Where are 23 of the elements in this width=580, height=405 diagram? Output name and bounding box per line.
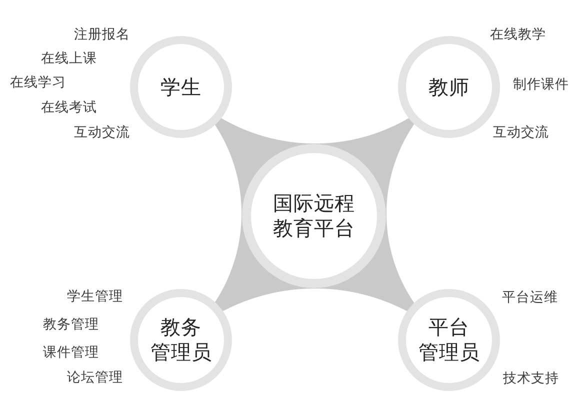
node-label: 平台管理员	[418, 315, 480, 365]
feature-label: 学生管理	[67, 288, 123, 306]
feature-label: 在线上课	[41, 50, 97, 68]
feature-label: 制作课件	[513, 76, 569, 94]
connector-arm	[214, 214, 316, 312]
connector-arm	[214, 118, 316, 216]
feature-label: 技术支持	[503, 370, 559, 388]
feature-label: 注册报名	[74, 26, 130, 44]
feature-label: 平台运维	[502, 290, 558, 306]
feature-label: 在线教学	[490, 26, 546, 44]
feature-label: 论坛管理	[67, 370, 123, 386]
node-label: 国际远程教育平台	[273, 191, 355, 241]
connector-arm	[314, 214, 414, 312]
feature-label: 课件管理	[43, 344, 99, 362]
feature-label: 互动交流	[74, 124, 130, 142]
connector-arm	[314, 118, 414, 216]
node-label: 学生	[160, 74, 202, 100]
feature-label: 在线考试	[41, 100, 97, 116]
node-label: 教务管理员	[150, 315, 212, 365]
node-label: 教师	[428, 74, 470, 100]
feature-label: 互动交流	[493, 124, 549, 142]
feature-label: 教务管理	[43, 316, 99, 334]
feature-label: 在线学习	[10, 74, 66, 92]
